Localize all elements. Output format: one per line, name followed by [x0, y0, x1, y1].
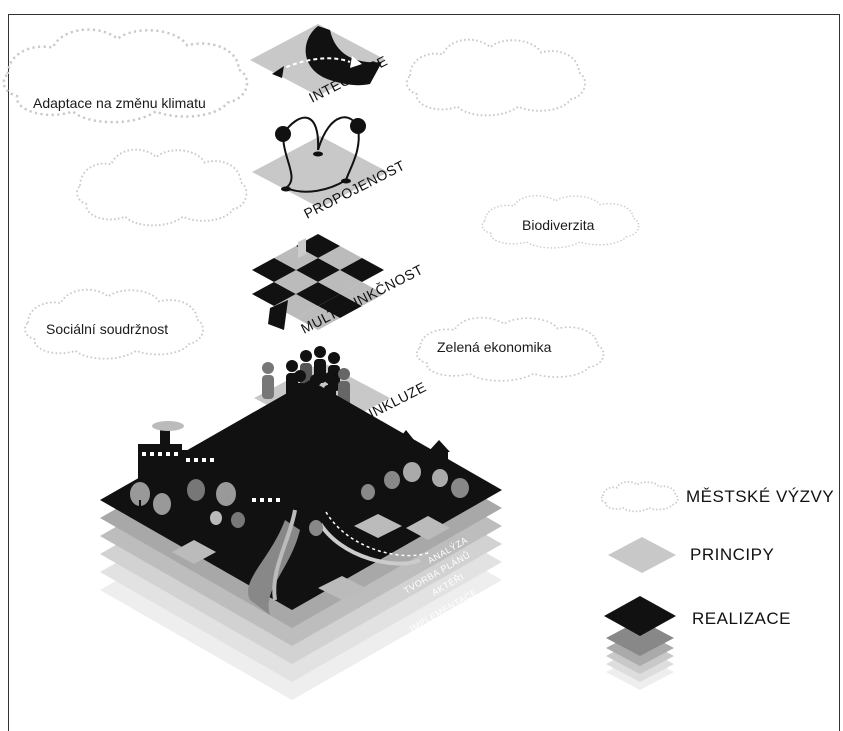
cloud-label-biodiversity: Biodiverzita: [522, 217, 595, 233]
legend-label-challenges: MĚSTSKÉ VÝZVY: [686, 487, 834, 506]
legend-label-principles: PRINCIPY: [690, 545, 774, 564]
cloud-social-cohesion: Sociální soudržnost: [23, 288, 204, 360]
legend-item-principles: PRINCIPY: [608, 537, 774, 573]
cloud-green-economy: Zelená ekonomika: [415, 316, 605, 382]
legend-swatch-realization: [604, 596, 676, 636]
cloud-label-adaptation: Adaptace na změnu klimatu: [33, 95, 206, 111]
principle-multifunctionality: MULTIFUNKČNOST: [252, 234, 426, 337]
principle-integration: INTEGRACE: [250, 24, 390, 106]
legend-label-realization: REALIZACE: [692, 609, 791, 628]
legend-item-realization: REALIZACE: [604, 596, 791, 690]
legend-swatch-principles: [608, 537, 676, 573]
cloud-biodiversity: Biodiverzita: [481, 194, 640, 249]
cloud-left-middle: [76, 148, 248, 227]
legend: MĚSTSKÉ VÝZVY PRINCIPY REALIZACE: [600, 480, 834, 690]
city-stack: ANALÝZA TVORBA PLÁNŮ AKTÉŘI IMPLEMENTACE: [100, 380, 502, 700]
cloud-top-right: [405, 38, 586, 117]
legend-item-challenges: MĚSTSKÉ VÝZVY: [600, 480, 834, 513]
principle-connectivity: PROPOJENOST: [252, 116, 408, 222]
cloud-label-social-cohesion: Sociální soudržnost: [46, 321, 168, 337]
cloud-label-green-economy: Zelená ekonomika: [437, 339, 552, 355]
diagram-frame: [8, 14, 840, 731]
cloud-adaptation: Adaptace na změnu klimatu: [2, 28, 249, 124]
